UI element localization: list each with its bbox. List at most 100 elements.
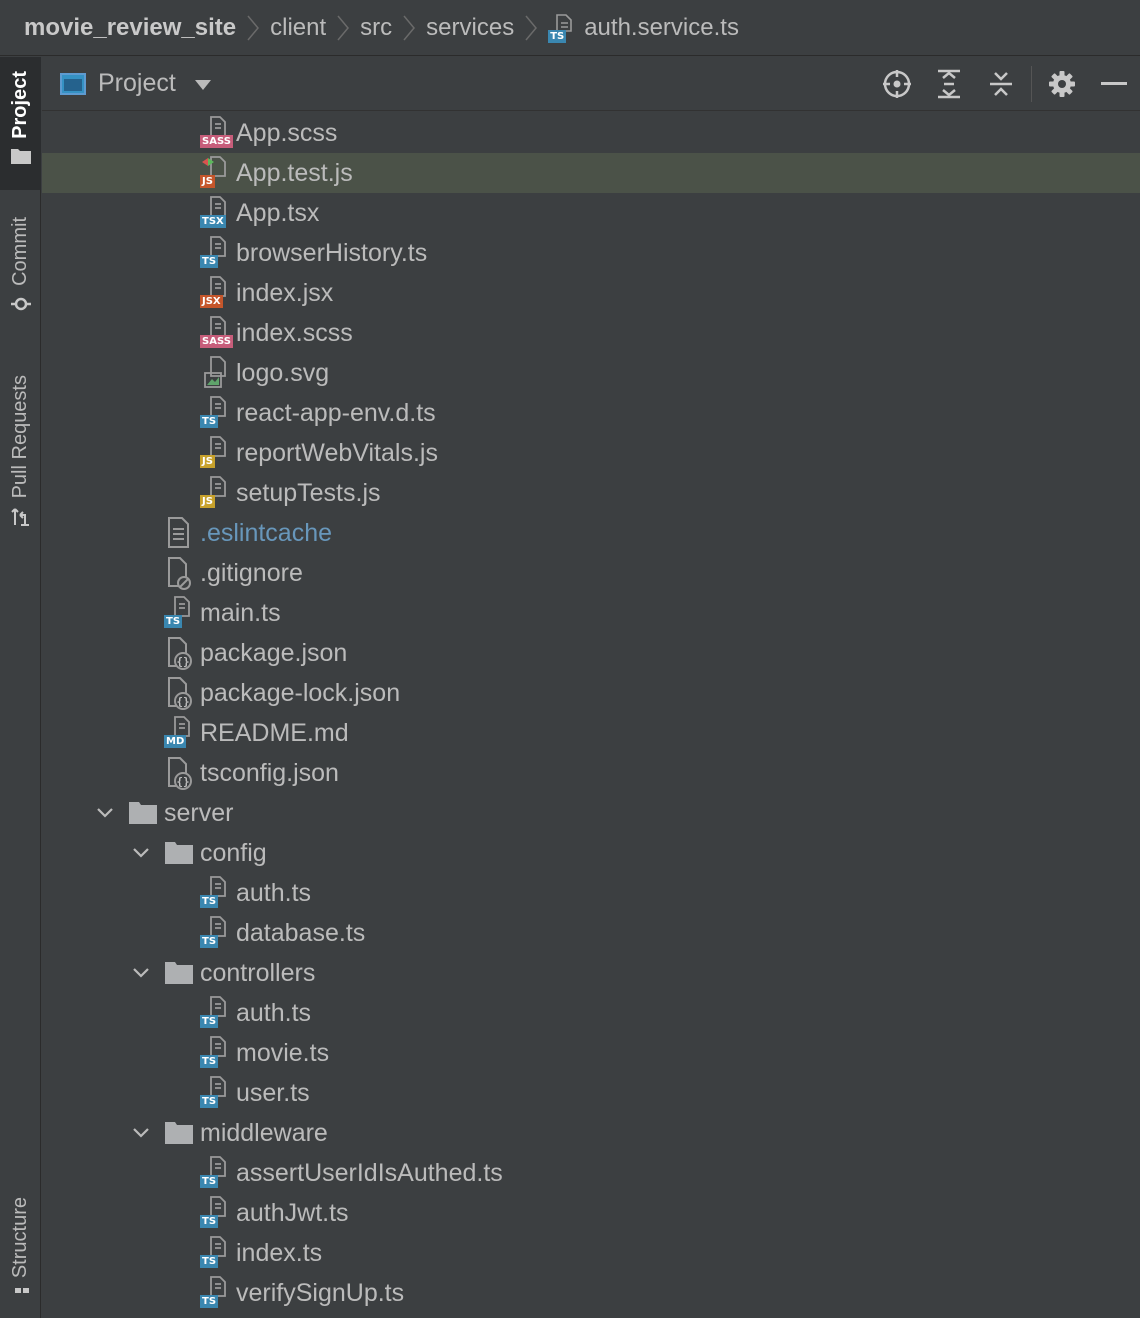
tab-pull-requests[interactable]: Pull Requests xyxy=(0,375,41,555)
pull-request-icon xyxy=(10,506,32,533)
file-type-badge: JS xyxy=(200,495,215,508)
chevron-down-icon[interactable] xyxy=(93,801,117,825)
file-type-badge: TS xyxy=(200,1015,219,1028)
typescript-file-icon: TS xyxy=(548,13,578,43)
breadcrumb: movie_review_site client src services TS… xyxy=(0,0,1140,56)
project-view-selector[interactable]: Project xyxy=(60,69,212,98)
jsx-file-icon: JSX xyxy=(200,276,230,310)
tree-folder-row[interactable]: server xyxy=(42,793,1140,833)
tree-file-row[interactable]: {}tsconfig.json xyxy=(42,753,1140,793)
file-name: index.ts xyxy=(236,1238,323,1267)
folder-icon xyxy=(10,147,32,170)
tree-folder-row[interactable]: config xyxy=(42,833,1140,873)
tree-file-row[interactable]: TS index.ts xyxy=(42,1233,1140,1273)
file-type-badge: TS xyxy=(200,1295,219,1308)
tree-file-row[interactable]: .eslintcache xyxy=(42,513,1140,553)
tree-file-row[interactable]: logo.svg xyxy=(42,353,1140,393)
breadcrumb-client[interactable]: client xyxy=(270,13,327,41)
expand-all-icon[interactable] xyxy=(923,57,975,111)
typescript-file-icon: TS xyxy=(200,236,230,270)
tree-file-row[interactable]: .gitignore xyxy=(42,553,1140,593)
file-type-badge: SASS xyxy=(200,135,233,148)
typescript-file-icon: TS xyxy=(200,876,230,910)
file-type-badge: JS xyxy=(200,175,215,188)
tab-commit[interactable]: Commit xyxy=(0,217,41,337)
chevron-down-icon[interactable] xyxy=(129,1121,153,1145)
file-name: App.test.js xyxy=(236,158,353,187)
tree-folder-row[interactable]: controllers xyxy=(42,953,1140,993)
file-name: auth.ts xyxy=(236,878,312,907)
folder-icon xyxy=(128,796,158,830)
tree-file-row[interactable]: {}package-lock.json xyxy=(42,673,1140,713)
tree-folder-row[interactable]: middleware xyxy=(42,1113,1140,1153)
gear-icon[interactable] xyxy=(1036,57,1088,111)
file-name: logo.svg xyxy=(236,358,330,387)
file-type-badge: TS xyxy=(200,1055,219,1068)
json-file-icon: {} xyxy=(164,636,194,670)
typescript-file-icon: TS xyxy=(200,1236,230,1270)
tree-file-row[interactable]: {}package.json xyxy=(42,633,1140,673)
javascript-file-icon: JS xyxy=(200,436,230,470)
breadcrumb-services[interactable]: services xyxy=(426,13,515,41)
file-name: App.tsx xyxy=(236,198,320,227)
collapse-all-icon[interactable] xyxy=(975,57,1027,111)
tab-structure[interactable]: Structure xyxy=(0,1197,41,1318)
tab-project[interactable]: Project xyxy=(0,57,41,190)
tool-window-strip: Project Commit Pull Requests Structure xyxy=(0,57,41,1318)
chevron-right-icon xyxy=(524,14,538,42)
file-name: main.ts xyxy=(200,598,281,627)
file-name: browserHistory.ts xyxy=(236,238,428,267)
folder-name: config xyxy=(200,838,267,867)
breadcrumb-file[interactable]: TS auth.service.ts xyxy=(548,13,739,43)
file-type-badge: TS xyxy=(200,1255,219,1268)
tree-file-row[interactable]: TS movie.ts xyxy=(42,1033,1140,1073)
locate-icon[interactable] xyxy=(871,57,923,111)
breadcrumb-src[interactable]: src xyxy=(360,13,393,41)
chevron-down-icon[interactable] xyxy=(129,841,153,865)
tsx-file-icon: TSX xyxy=(200,196,230,230)
sass-file-icon: SASS xyxy=(200,316,233,350)
typescript-file-icon: TS xyxy=(200,396,230,430)
file-type-badge: TS xyxy=(164,615,183,628)
file-name: assertUserIdIsAuthed.ts xyxy=(236,1158,503,1187)
chevron-right-icon xyxy=(402,14,416,42)
tree-file-row[interactable]: JS App.test.js xyxy=(42,153,1140,193)
file-name: tsconfig.json xyxy=(200,758,339,787)
typescript-file-icon: TS xyxy=(164,596,194,630)
markdown-file-icon: MD xyxy=(164,716,194,750)
commit-icon xyxy=(10,294,32,319)
svg-text:{}: {} xyxy=(176,655,189,668)
project-panel-header: Project xyxy=(42,57,1140,111)
chevron-right-icon xyxy=(246,14,260,42)
minimize-icon[interactable] xyxy=(1088,57,1140,111)
file-type-badge: TS xyxy=(200,1215,219,1228)
tree-file-row[interactable]: TS auth.ts xyxy=(42,993,1140,1033)
file-name: movie.ts xyxy=(236,1038,330,1067)
folder-name: server xyxy=(164,798,234,827)
typescript-file-icon: TS xyxy=(200,996,230,1030)
json-file-icon: {} xyxy=(164,676,194,710)
typescript-file-icon: TS xyxy=(200,916,230,950)
tree-file-row[interactable]: TS main.ts xyxy=(42,593,1140,633)
folder-icon xyxy=(164,1116,194,1150)
chevron-down-icon[interactable] xyxy=(129,961,153,985)
breadcrumb-project[interactable]: movie_review_site xyxy=(24,13,237,41)
file-name: auth.ts xyxy=(236,998,312,1027)
image-file-icon xyxy=(200,356,230,390)
